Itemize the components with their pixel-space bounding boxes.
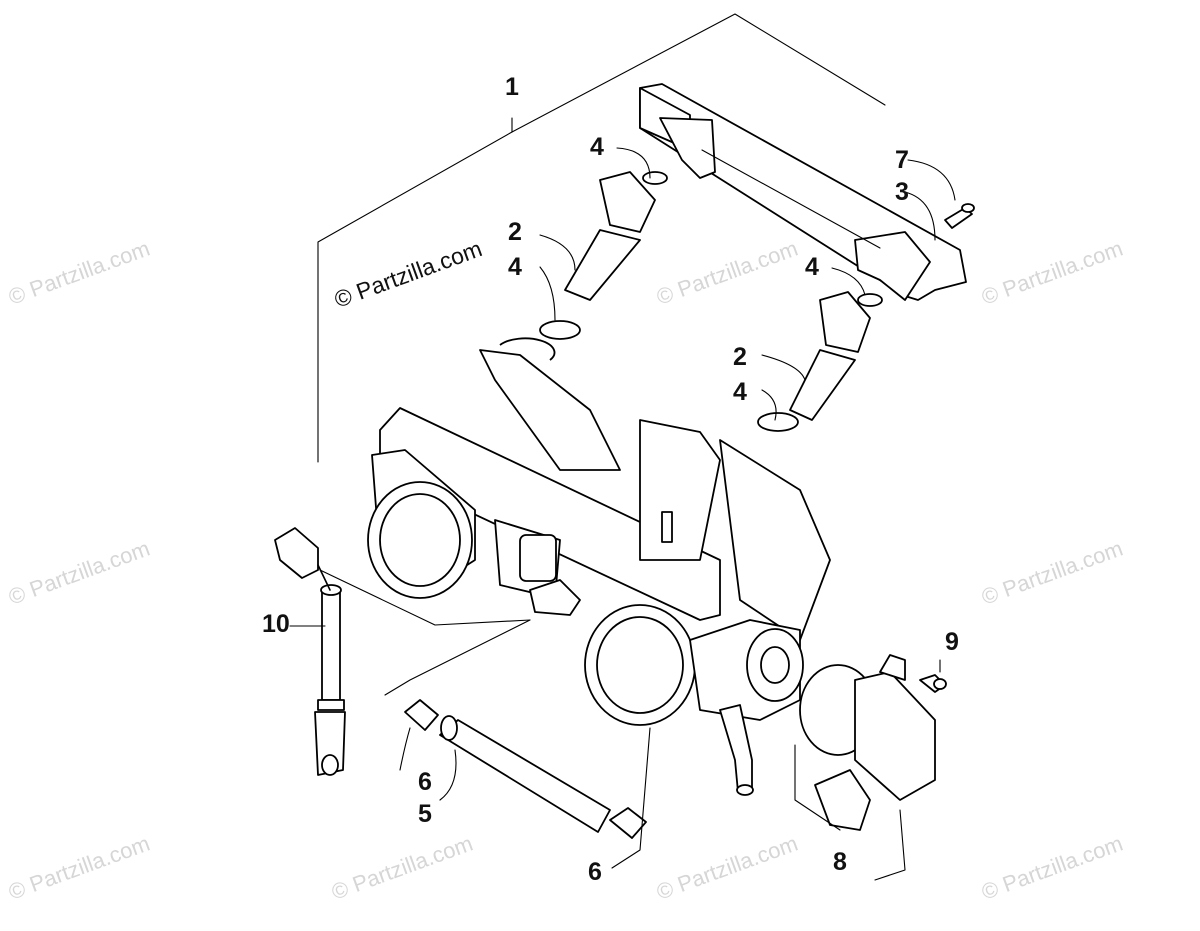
leader-lines [289, 147, 956, 881]
callout-3: 3 [895, 178, 909, 206]
hose [439, 715, 611, 833]
screw-part [944, 203, 975, 229]
callout-4: 4 [805, 253, 819, 281]
callout-numbers: 1 2 2 3 4 4 4 4 5 6 6 7 8 9 10 [262, 73, 959, 886]
callout-2: 2 [508, 218, 522, 246]
callout-2: 2 [733, 343, 747, 371]
callout-4: 4 [590, 133, 604, 161]
callout-8: 8 [833, 848, 847, 876]
callout-4: 4 [733, 378, 747, 406]
watermark: © Partzilla.com [653, 236, 801, 310]
fuel-injector-right [757, 291, 883, 432]
watermark: © Partzilla.com [5, 831, 153, 905]
watermark: © Partzilla.com [653, 831, 801, 905]
watermark: © Partzilla.com [5, 536, 153, 610]
copyright-text: © Partzilla.com [331, 235, 486, 312]
watermark: © Partzilla.com [978, 831, 1126, 905]
callout-10: 10 [262, 610, 290, 638]
callout-4: 4 [508, 253, 522, 281]
fuel-injector-left [539, 171, 668, 340]
hose-clamp [609, 807, 647, 839]
assembly-bracket-line [317, 117, 513, 463]
hose-clamp [404, 699, 439, 731]
callout-6: 6 [418, 768, 432, 796]
linkage-rod [274, 527, 346, 776]
watermark: © Partzilla.com [5, 236, 153, 310]
throttle-body [367, 337, 831, 796]
callout-7: 7 [895, 146, 909, 174]
assembly-bracket-line [511, 13, 886, 133]
callout-5: 5 [418, 800, 432, 828]
screw-part [919, 674, 947, 693]
callout-9: 9 [945, 628, 959, 656]
watermark: © Partzilla.com [978, 236, 1126, 310]
watermark: © Partzilla.com [328, 831, 476, 905]
callout-6: 6 [588, 858, 602, 886]
watermark: © Partzilla.com [978, 536, 1126, 610]
throttle-position-sensor [799, 654, 936, 831]
callout-1: 1 [505, 73, 519, 101]
fuel-rail [639, 83, 967, 301]
